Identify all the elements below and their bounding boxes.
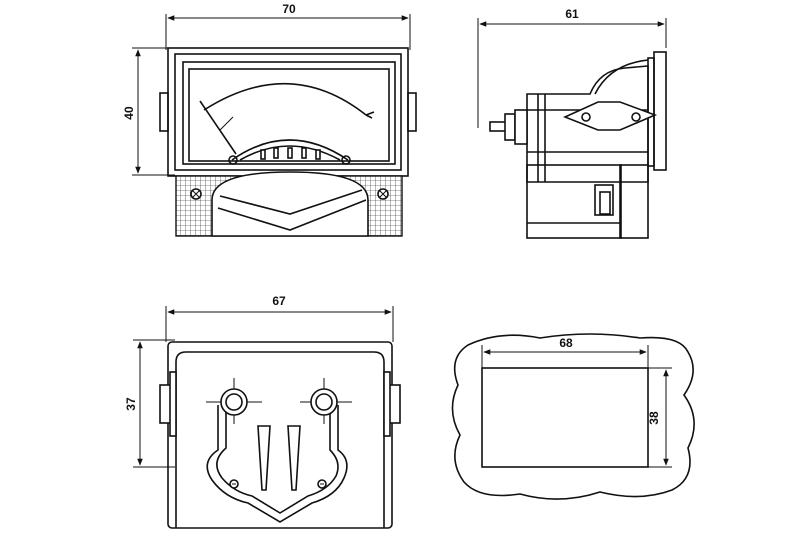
side-depth-dimension: 61	[477, 7, 667, 128]
panel-cutout-view: 68 38	[451, 333, 695, 500]
rear-width-label: 67	[272, 294, 286, 308]
front-width-label: 70	[282, 2, 296, 16]
cutout-width-label: 68	[559, 336, 573, 350]
left-terminal	[206, 378, 262, 424]
right-terminal	[300, 378, 352, 424]
cutout-width-dimension: 68	[481, 336, 649, 370]
side-depth-label: 61	[565, 7, 579, 21]
front-height-label: 40	[122, 106, 136, 120]
front-view: 70 40	[122, 2, 417, 237]
rear-view: 67 37	[124, 294, 401, 529]
front-height-dimension: 40	[122, 47, 175, 176]
cutout-height-label: 38	[647, 411, 661, 425]
side-view: 61	[477, 7, 667, 239]
cutout-height-dimension: 38	[647, 367, 672, 468]
rear-width-dimension: 67	[165, 294, 394, 342]
front-width-dimension: 70	[165, 2, 411, 50]
rear-height-label: 37	[124, 397, 138, 411]
cutout-rectangle	[481, 367, 649, 468]
